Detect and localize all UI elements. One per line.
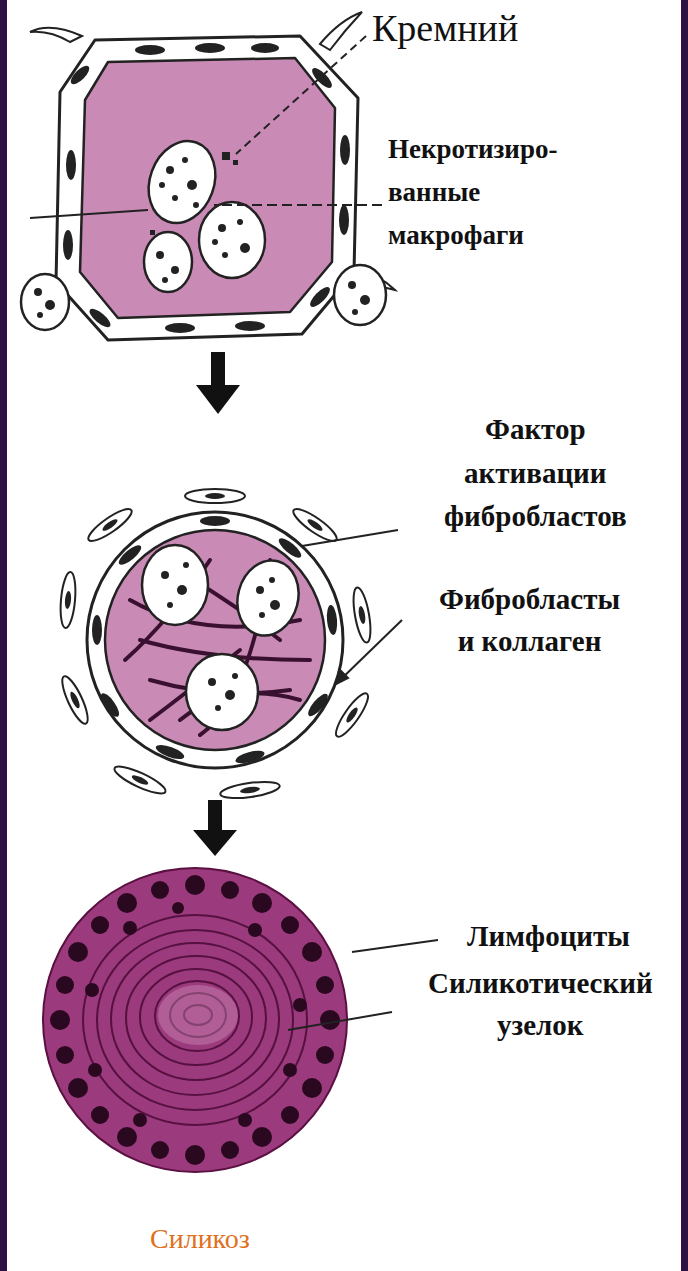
stage-arrow xyxy=(193,800,237,856)
structure-label: Силикотический узелок xyxy=(428,962,653,1046)
alveolus-stage-1 xyxy=(21,12,395,340)
cell-label: Фибробласты и коллаген xyxy=(439,578,620,662)
cell-label: Некротизиро- ванные макрофаги xyxy=(388,128,557,258)
leader-lines-3 xyxy=(288,940,438,1030)
element-label: Кремний xyxy=(372,6,518,52)
leader-lines-1 xyxy=(30,36,382,218)
cell-label: Лимфоциты xyxy=(467,918,630,956)
silicotic-nodule xyxy=(43,868,347,1172)
alveolus-stage-2 xyxy=(58,489,374,801)
leader-lines-2 xyxy=(302,530,402,684)
factor-label: Фактор активации фибробластов xyxy=(444,408,627,539)
stage-arrow xyxy=(196,352,240,414)
figure-caption: Силикоз xyxy=(150,1222,250,1256)
